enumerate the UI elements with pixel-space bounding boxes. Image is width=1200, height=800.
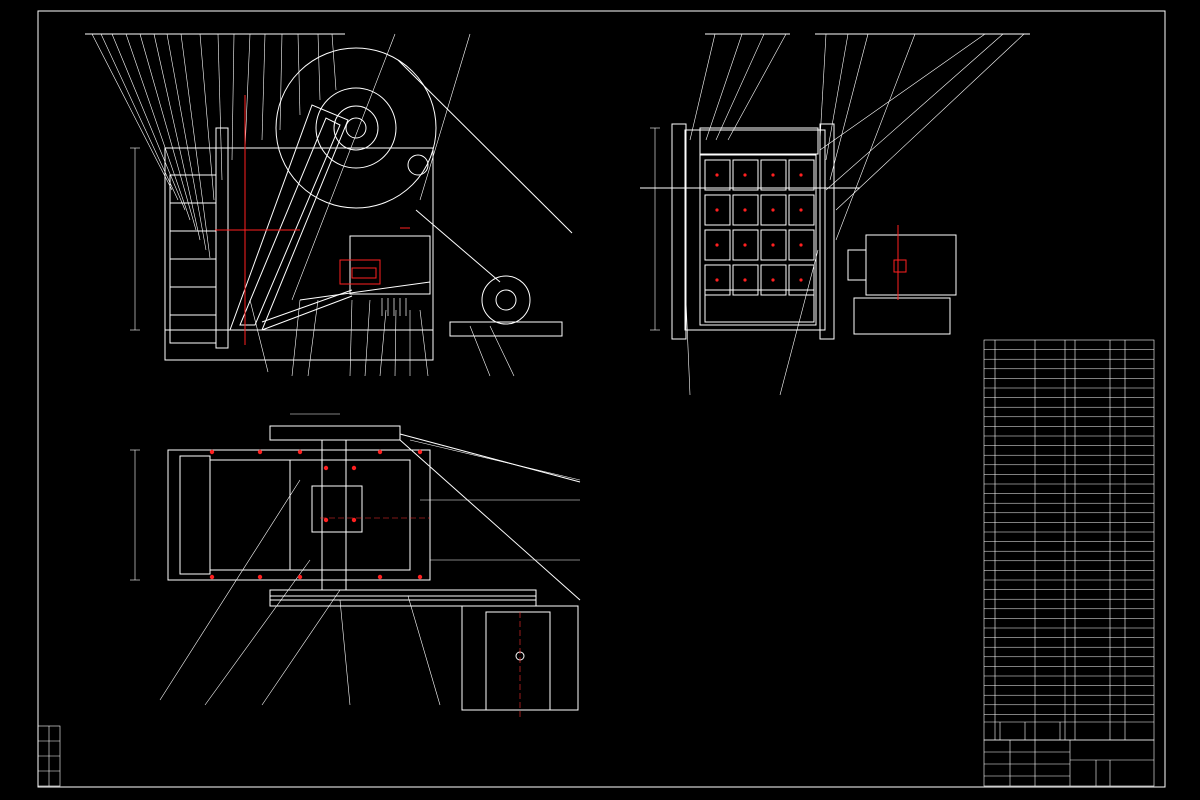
adjust-bolt — [407, 154, 429, 176]
front-view-dimensions — [130, 147, 140, 331]
plan-view-frame — [167, 449, 431, 581]
v-belt-upper — [397, 59, 573, 234]
end-view-leader-lines — [689, 33, 1025, 241]
eccentric-shaft — [345, 117, 367, 139]
end-view-left-flywheel — [671, 123, 687, 340]
front-view-bottom-leaders — [249, 299, 515, 377]
revision-block — [37, 725, 61, 787]
end-view-right-flywheel — [819, 123, 835, 340]
end-view-housing — [684, 129, 826, 331]
motor-pulley — [481, 275, 531, 325]
tension-rod — [299, 281, 431, 301]
plan-view — [130, 413, 581, 711]
end-view-red-accents — [893, 225, 907, 300]
eccentric-outer — [315, 87, 397, 169]
toggle-plate — [261, 295, 353, 331]
plan-view-leaders — [159, 439, 581, 706]
title-block — [983, 739, 1155, 787]
end-view-jaw-grid — [704, 159, 815, 323]
end-view-motor — [865, 234, 957, 296]
fixed-jaw-plates — [169, 127, 229, 349]
crusher-frame — [164, 147, 434, 361]
flywheel — [275, 47, 437, 209]
plan-view-center-lines — [320, 517, 521, 720]
plan-view-belt — [399, 433, 581, 483]
end-view — [640, 33, 1030, 396]
motor-base — [449, 321, 563, 337]
parts-table-rows — [984, 349, 1154, 715]
frame-base — [164, 329, 434, 361]
plan-view-flywheel — [269, 589, 537, 607]
plan-view-dimensions — [130, 413, 340, 581]
v-belt-lower — [415, 209, 501, 283]
end-view-dimensions — [650, 127, 660, 331]
plan-view-red-bolts — [209, 449, 423, 580]
spring-coils — [381, 298, 407, 316]
parts-table — [983, 339, 1155, 741]
end-view-dots — [715, 173, 803, 282]
spring-housing — [349, 235, 431, 295]
plan-view-top-pulley — [269, 425, 401, 441]
end-view-motor-base — [853, 297, 951, 335]
swing-jaw-plate — [239, 117, 341, 326]
title-block-header-row — [984, 721, 1154, 740]
plan-view-motor — [485, 611, 551, 711]
swing-jaw — [229, 104, 349, 331]
eccentric-inner — [333, 105, 379, 151]
front-view-red-accents — [215, 95, 410, 345]
front-view-leader-lines — [91, 33, 471, 301]
drawing-border — [37, 10, 1166, 788]
end-view-top-shaft — [699, 127, 819, 155]
plan-view-shaft — [321, 439, 347, 591]
front-view — [85, 33, 573, 377]
